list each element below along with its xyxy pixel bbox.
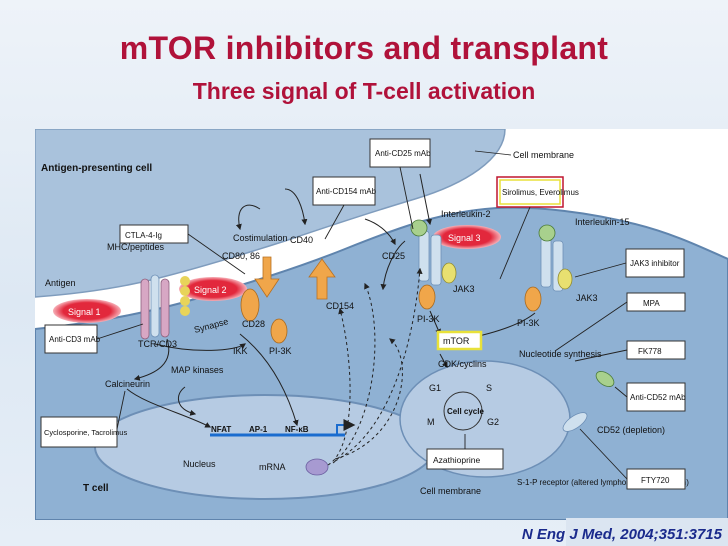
nucleus-shape (94, 394, 436, 500)
costimulation-arrow (254, 256, 280, 298)
s-label: S (486, 383, 492, 393)
cell-cycle-ring (443, 391, 483, 431)
pi3k-mid-shape (418, 284, 436, 310)
pi3k-right-shape (524, 286, 542, 312)
tcr-cd3-label: TCR/CD3 (138, 339, 177, 349)
s1p-label: S-1-P receptor (altered lymphocyte recir… (517, 478, 689, 487)
jak3-mid-shape (441, 262, 457, 284)
drug-box-ctla4: CTLA-4-Ig (119, 224, 189, 244)
signal-3-label: Signal 3 (448, 233, 481, 243)
drug-box-anti-cd3: Anti-CD3 mAb (44, 324, 101, 354)
cd80-86-label: CD80, 86 (222, 251, 260, 261)
nfkb-label: NF-κB (285, 425, 309, 434)
apc-cell-body (34, 128, 506, 298)
drug-box-azathioprine: Azathioprine (426, 448, 504, 470)
signal-3-badge (433, 225, 501, 249)
transcription-arrow (336, 419, 356, 435)
drug-label-anti-cd3: Anti-CD3 mAb (49, 335, 101, 344)
cell-membrane-top-label: Cell membrane (513, 150, 574, 160)
signal-1-label: Signal 1 (68, 307, 101, 317)
drug-box-cyclosporine: Cyclosporine, Tacrolimus (40, 416, 127, 448)
jak3-right-shape (557, 268, 573, 290)
nucleotide-label: Nucleotide synthesis (519, 349, 602, 359)
cdk-label: CDK/cyclins (438, 359, 487, 369)
slide-title: mTOR inhibitors and transplant (119, 30, 609, 66)
cd52-marker (595, 371, 615, 387)
membrane-pointer-top (474, 150, 512, 156)
drug-label-mpa: MPA (643, 299, 660, 308)
citation-backdrop (566, 518, 728, 546)
drug-label-sirolimus: Sirolimus, Everolimus (502, 188, 579, 197)
mtor-highlight-box (436, 330, 483, 351)
calcineurin-label: Calcineurin (105, 379, 150, 389)
drug-label-ctla4: CTLA-4-Ig (125, 231, 162, 240)
jak3-a-label: JAK3 (453, 284, 475, 294)
drug-pointer-lines (96, 166, 628, 480)
t-cell-label: T cell (83, 483, 109, 494)
signal-arrows (126, 173, 536, 428)
cd28-receptor (240, 288, 260, 322)
slide-subtitle: Three signal of T-cell activation (192, 78, 536, 104)
drug-label-fty720: FTY720 (641, 476, 670, 485)
signal-2-label: Signal 2 (194, 285, 227, 295)
cd154-label: CD154 (326, 301, 354, 311)
ap1-label: AP-1 (249, 425, 268, 434)
g1-label: G1 (429, 383, 441, 393)
costimulation-label: Costimulation (233, 233, 288, 243)
pi3k-a-label: PI-3K (269, 346, 292, 356)
mhc-peptide (180, 276, 190, 316)
nfat-label: NFAT (211, 425, 231, 434)
drug-label-fk778: FK778 (638, 347, 662, 356)
drug-box-fty720: FTY720 (626, 468, 686, 490)
apc-label: Antigen-presenting cell (41, 163, 152, 174)
s1p-receptor-shape (562, 412, 588, 432)
cd52-depletion-label: CD52 (depletion) (597, 425, 665, 435)
map-kinases-label: MAP kinases (171, 365, 224, 375)
t-cell-diagram: Antigen-presenting cell T cell Nucleus C… (34, 128, 728, 521)
mrna-label: mRNA (259, 462, 286, 472)
drug-box-anti-cd154: Anti-CD154 mAb (312, 176, 377, 206)
jak3-b-label: JAK3 (576, 293, 598, 303)
g2-label: G2 (487, 417, 499, 427)
m-label: M (427, 417, 435, 427)
il15-receptor (538, 224, 564, 292)
drug-box-sirolimus: Sirolimus, Everolimus (496, 176, 579, 208)
signal-1-badge (53, 299, 121, 323)
nucleus-label: Nucleus (183, 459, 216, 469)
drug-label-anti-cd25: Anti-CD25 mAb (375, 149, 431, 158)
cd40-label: CD40 (290, 235, 313, 245)
drug-label-jak3-inhibitor: JAK3 inhibitor (630, 259, 680, 268)
drug-box-mpa: MPA (626, 292, 686, 312)
cd40-arrow (308, 258, 336, 300)
drug-label-cyclosporine: Cyclosporine, Tacrolimus (44, 428, 127, 437)
pi3k-left-shape (270, 318, 288, 344)
mtor-label: mTOR (443, 336, 470, 346)
drug-box-anti-cd25: Anti-CD25 mAb (369, 138, 431, 168)
interleukin2-label: Interleukin-2 (441, 209, 491, 219)
t-cell-activation-figure: Antigen-presenting cell T cell Nucleus C… (34, 128, 728, 521)
cell-membrane-bottom-label: Cell membrane (420, 486, 481, 496)
drug-box-anti-cd52: Anti-CD52 mAb (626, 382, 686, 412)
antigen-label: Antigen (45, 278, 76, 288)
citation: N Eng J Med, 2004;351:3715 (521, 526, 722, 543)
drug-label-azathioprine: Azathioprine (433, 455, 481, 465)
pi3k-b-label: PI-3K (417, 314, 440, 324)
tcr-complex (140, 274, 170, 340)
drug-label-anti-cd52: Anti-CD52 mAb (630, 393, 686, 402)
ikk-label: IKK (233, 346, 248, 356)
pi3k-c-label: PI-3K (517, 318, 540, 328)
mrna-shape (305, 458, 329, 476)
cell-cycle-label: Cell cycle (447, 407, 484, 416)
mhc-label: MHC/peptides (107, 242, 165, 252)
drug-label-anti-cd154: Anti-CD154 mAb (316, 187, 377, 196)
drug-box-fk778: FK778 (626, 340, 686, 360)
dashed-arrows (327, 267, 423, 466)
signal-2-badge (179, 277, 247, 301)
drug-box-jak3-inhibitor: JAK3 inhibitor (625, 248, 685, 278)
cd25-label: CD25 (382, 251, 405, 261)
interleukin15-label: Interleukin-15 (575, 217, 630, 227)
cd28-label: CD28 (242, 319, 265, 329)
